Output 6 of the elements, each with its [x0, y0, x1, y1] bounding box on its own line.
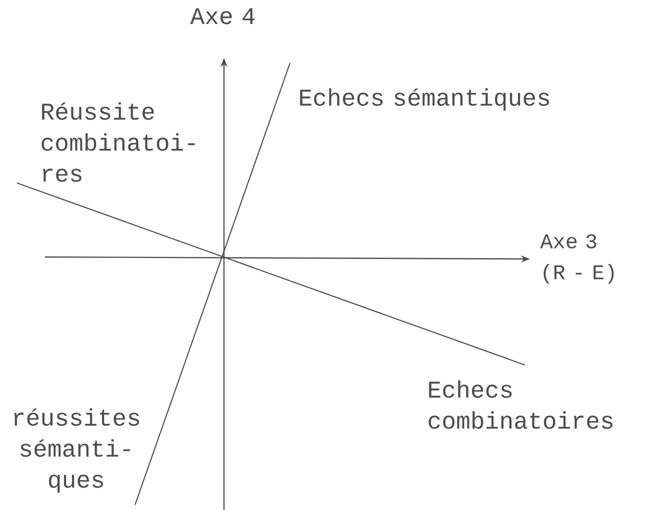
axis-label: Axe 3 (R - E) [540, 234, 614, 284]
axis-label: Axe 4 [190, 8, 255, 24]
region-label: réussites sémanti- ques [14, 408, 140, 493]
region-label: Echecs combinatoires [428, 380, 612, 429]
region-label: Réussite combinatoi- res [42, 102, 195, 182]
region-label: Echecs sémantiques [300, 88, 549, 111]
